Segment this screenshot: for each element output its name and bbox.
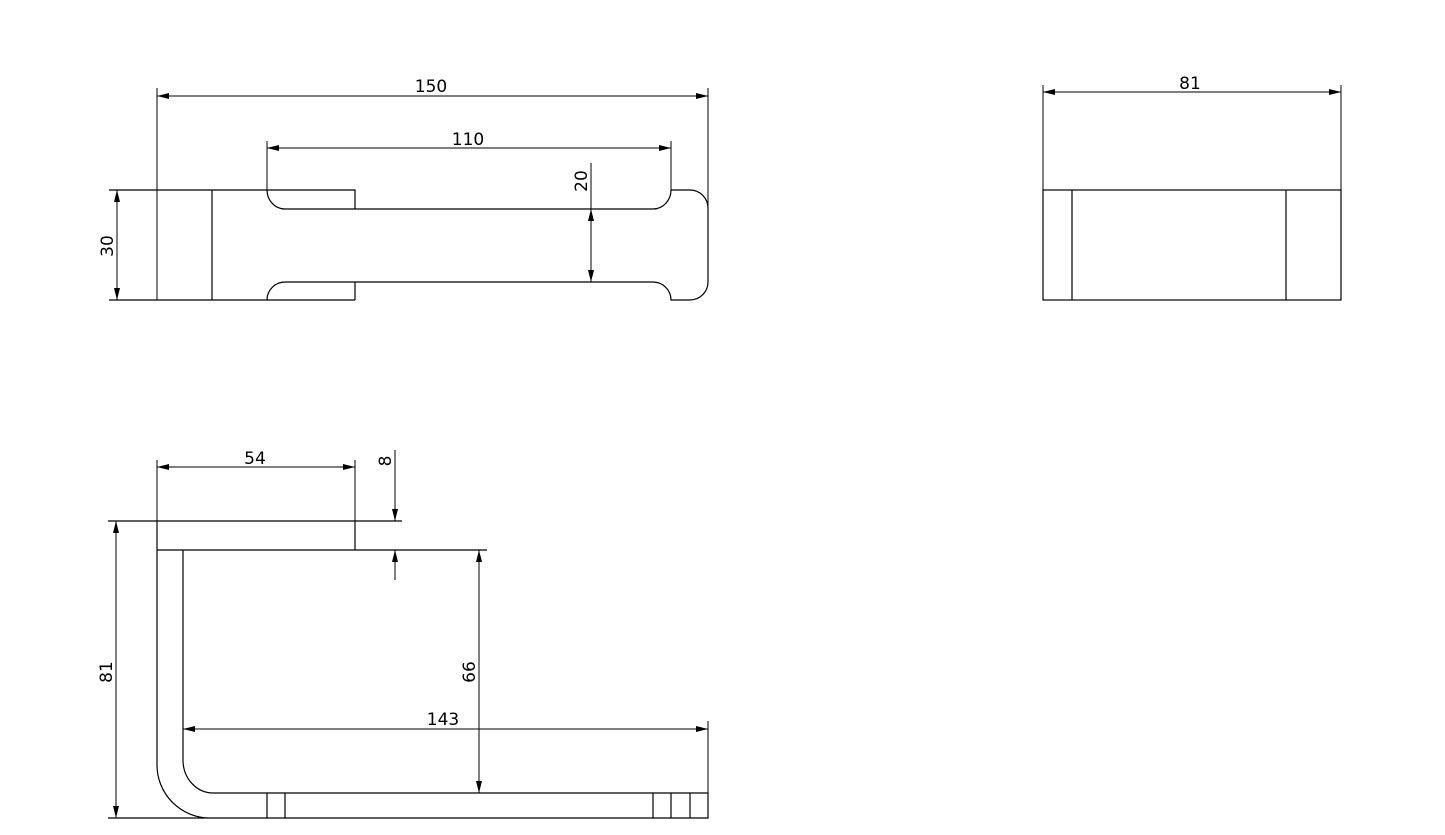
top-view: 54 8 81 66 143 <box>97 449 709 819</box>
dimension-54-label: 54 <box>244 449 266 469</box>
side-view-outline <box>1042 189 1342 301</box>
dimension-30-label: 30 <box>98 235 118 257</box>
dimension-110-label: 110 <box>452 130 484 150</box>
dimension-81-depth-label: 81 <box>97 661 117 683</box>
side-view: 81 <box>1042 74 1342 301</box>
dimension-20-label: 20 <box>572 170 592 192</box>
dimension-150-label: 150 <box>415 77 447 97</box>
front-view: 150 110 20 30 <box>98 77 709 301</box>
dimension-81-label: 81 <box>1179 74 1201 94</box>
dimension-8-label: 8 <box>376 456 396 467</box>
dimension-143-label: 143 <box>427 710 459 730</box>
dimension-66-label: 66 <box>460 661 480 683</box>
top-view-outline <box>108 520 709 819</box>
front-view-outline <box>109 189 709 301</box>
